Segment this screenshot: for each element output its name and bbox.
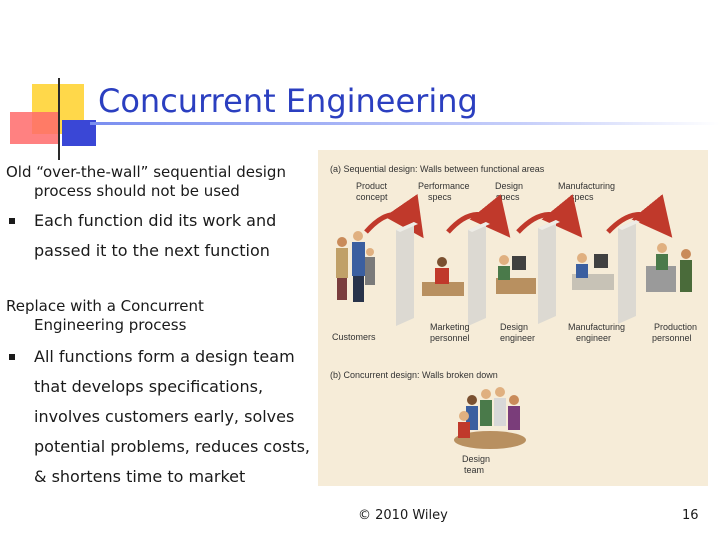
label-manufacturing-engineer-2: engineer xyxy=(576,333,611,343)
wall-3 xyxy=(538,220,560,324)
design-team-group xyxy=(454,387,526,449)
wall-1 xyxy=(396,222,418,326)
decor-vertical-line xyxy=(58,78,60,160)
label-design-team-1: Design xyxy=(462,454,490,464)
caption-concurrent: (b) Concurrent design: Walls broken down xyxy=(330,370,498,380)
wall-2 xyxy=(468,222,490,326)
label-product-concept-2: concept xyxy=(356,192,388,202)
bullet-square xyxy=(9,354,15,360)
arrow-2 xyxy=(446,194,511,238)
label-performance-specs-1: Performance xyxy=(418,181,470,191)
label-design-team-2: team xyxy=(464,465,484,475)
label-marketing-1: Marketing xyxy=(430,322,470,332)
footer-copyright: © 2010 Wiley xyxy=(358,508,448,523)
sub-point-2-line-5: & shortens time to market xyxy=(34,467,246,486)
point-1-line-2: process should not be used xyxy=(34,182,240,200)
label-design-engineer-1: Design xyxy=(500,322,528,332)
point-1-line-1: Old “over-the-wall” sequential design xyxy=(6,163,286,181)
label-manufacturing-engineer-1: Manufacturing xyxy=(568,322,625,332)
bullet-square xyxy=(9,218,15,224)
sub-point-2-line-4: potential problems, reduces costs, xyxy=(34,437,311,456)
slide-title: Concurrent Engineering xyxy=(98,82,478,120)
sub-point-1-line-1: Each function did its work and xyxy=(34,211,277,230)
label-design-engineer-2: engineer xyxy=(500,333,535,343)
sub-point-2-line-3: involves customers early, solves xyxy=(34,407,295,426)
sub-point-2-line-1: All functions form a design team xyxy=(34,347,295,366)
label-manufacturing-specs-1: Manufacturing xyxy=(558,181,615,191)
production-workers xyxy=(646,243,692,292)
customer-figures xyxy=(336,231,375,302)
label-design-specs-2: specs xyxy=(496,192,520,202)
title-underline xyxy=(90,122,720,125)
point-2-line-2: Engineering process xyxy=(34,316,187,334)
label-production-1: Production xyxy=(654,322,697,332)
label-performance-specs-2: specs xyxy=(428,192,452,202)
label-customers: Customers xyxy=(332,332,376,342)
label-manufacturing-specs-2: specs xyxy=(570,192,594,202)
manufacturing-desk xyxy=(572,253,614,290)
label-production-2: personnel xyxy=(652,333,692,343)
design-comparison-figure: (a) Sequential design: Walls between fun… xyxy=(318,150,708,486)
sub-point-2-line-2: that develops specifications, xyxy=(34,377,264,396)
decor-red-square xyxy=(10,112,60,144)
caption-sequential: (a) Sequential design: Walls between fun… xyxy=(330,164,545,174)
label-design-specs-1: Design xyxy=(495,181,523,191)
marketing-desk xyxy=(422,257,464,296)
arrow-3 xyxy=(516,194,583,238)
arrow-4 xyxy=(606,194,673,238)
wall-4 xyxy=(618,220,640,324)
page-number: 16 xyxy=(682,508,699,523)
sub-point-1-line-2: passed it to the next function xyxy=(34,241,270,260)
design-engineer-desk xyxy=(496,255,536,294)
label-product-concept-1: Product xyxy=(356,181,388,191)
label-marketing-2: personnel xyxy=(430,333,470,343)
point-2-line-1: Replace with a Concurrent xyxy=(6,297,204,315)
figure-illustration: (a) Sequential design: Walls between fun… xyxy=(330,164,697,475)
